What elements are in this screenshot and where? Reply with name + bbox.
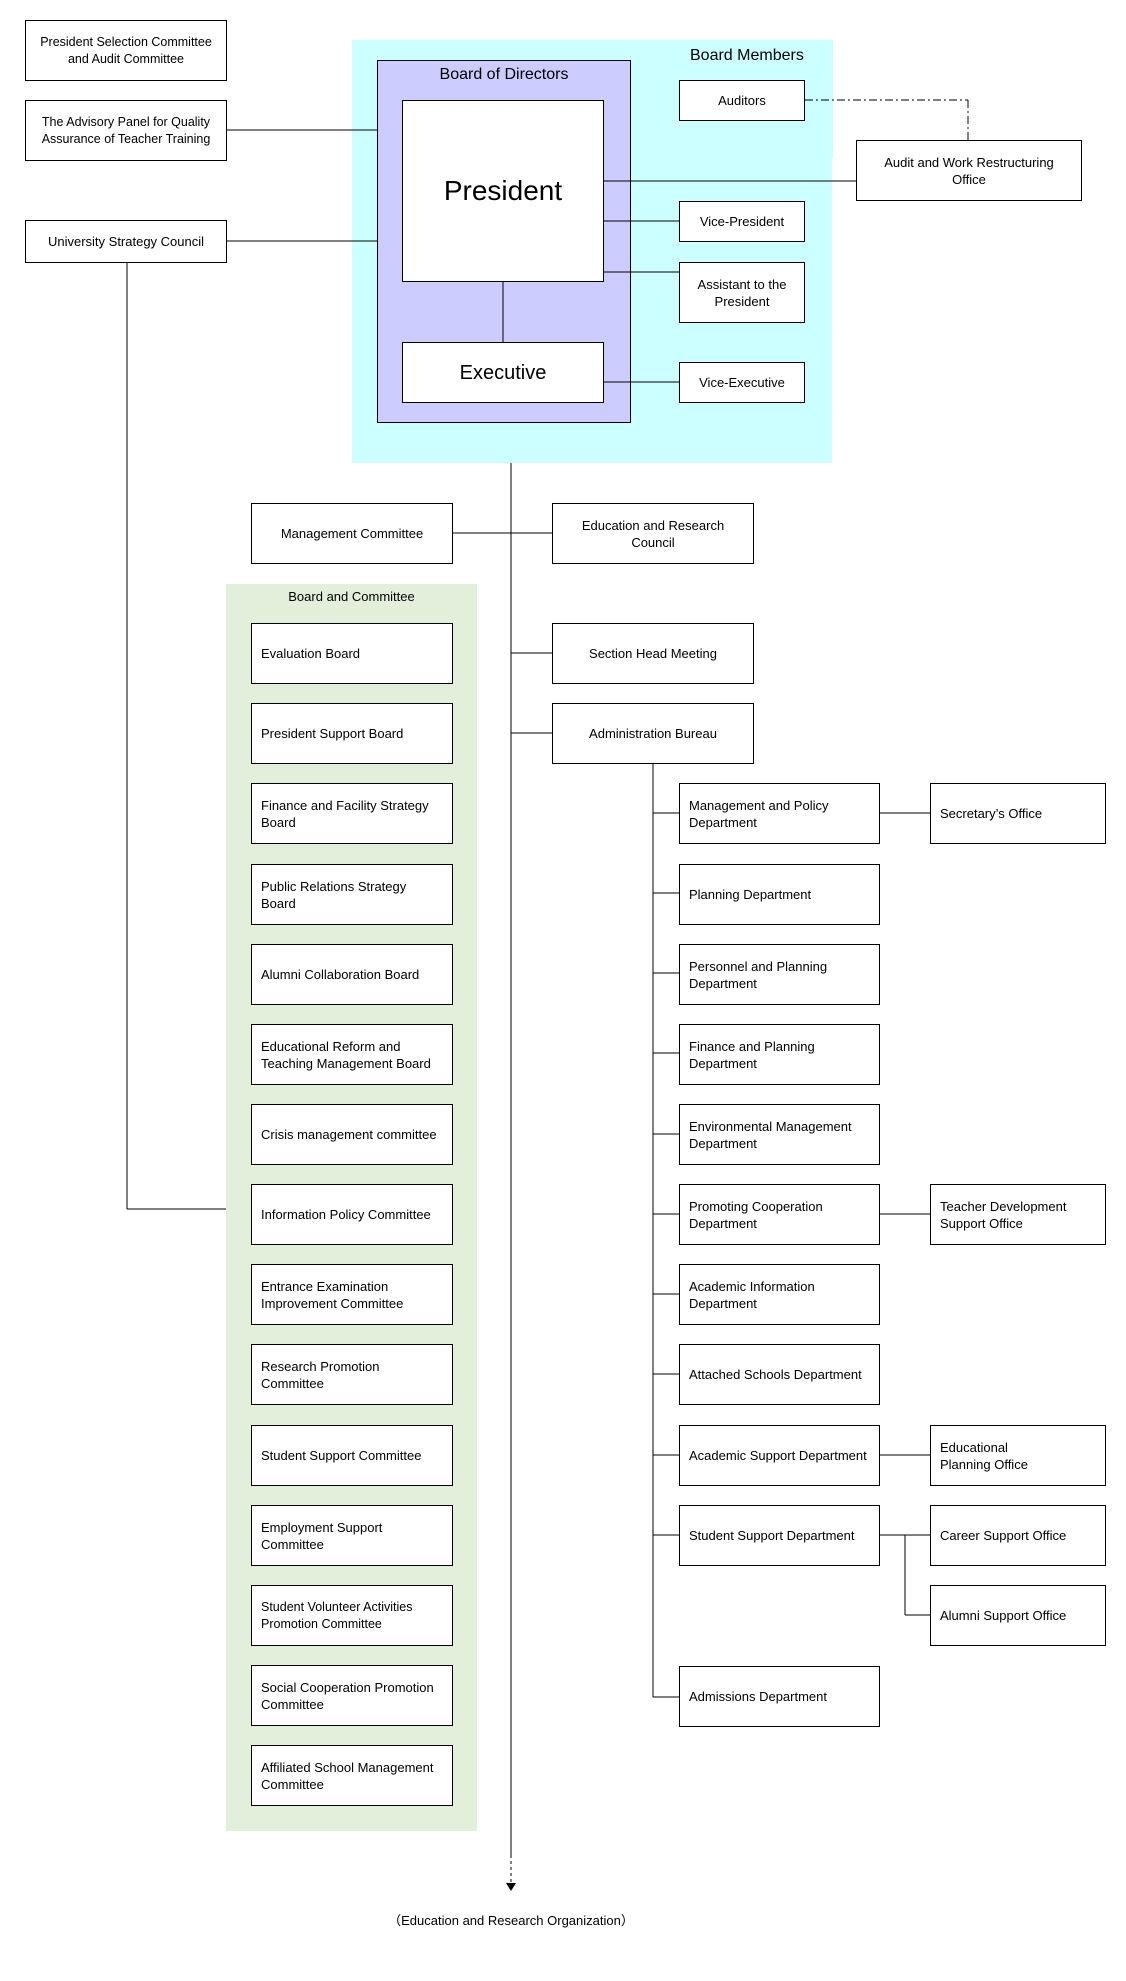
- committee-item: Affiliated School Management Committee: [251, 1745, 453, 1806]
- committee-item: Social Cooperation Promotion Committee: [251, 1665, 453, 1726]
- auditors-box: Auditors: [679, 80, 805, 121]
- selection-committee-box: President Selection Committee and Audit …: [25, 20, 227, 81]
- department-box: Academic Information Department: [679, 1264, 880, 1325]
- assistant-box: Assistant to the President: [679, 262, 805, 323]
- committee-item: Public Relations Strategy Board: [251, 864, 453, 925]
- committee-item: Crisis management committee: [251, 1104, 453, 1165]
- board-committee-title: Board and Committee: [288, 589, 415, 604]
- committee-item: Evaluation Board: [251, 623, 453, 684]
- audit-office-box: Audit and Work Restructuring Office: [856, 140, 1082, 201]
- committee-item: Student Support Committee: [251, 1425, 453, 1486]
- department-box: Attached Schools Department: [679, 1344, 880, 1405]
- strategy-council-box: University Strategy Council: [25, 220, 227, 263]
- section-head-meeting-box: Section Head Meeting: [552, 623, 754, 684]
- teacher-development-office-box: Teacher Development Support Office: [930, 1184, 1106, 1245]
- department-box: Student Support Department: [679, 1505, 880, 1566]
- career-support-office-box: Career Support Office: [930, 1505, 1106, 1566]
- president-box: President: [402, 100, 604, 282]
- committee-item: Finance and Facility Strategy Board: [251, 783, 453, 844]
- educational-planning-office-box: Educational Planning Office: [930, 1425, 1106, 1486]
- secretary-office-box: Secretary’s Office: [930, 783, 1106, 844]
- department-box: Management and Policy Department: [679, 783, 880, 844]
- department-box: Promoting Cooperation Department: [679, 1184, 880, 1245]
- department-box: Finance and Planning Department: [679, 1024, 880, 1085]
- arrow-down-icon: [506, 1883, 516, 1891]
- education-research-council-box: Education and Research Council: [552, 503, 754, 564]
- executive-box: Executive: [402, 342, 604, 403]
- committee-item: Entrance Examination Improvement Committ…: [251, 1264, 453, 1325]
- vice-president-box: Vice-President: [679, 201, 805, 242]
- committee-item: Employment Support Committee: [251, 1505, 453, 1566]
- committee-item: Alumni Collaboration Board: [251, 944, 453, 1005]
- alumni-support-office-box: Alumni Support Office: [930, 1585, 1106, 1646]
- committee-item: President Support Board: [251, 703, 453, 764]
- department-box: Environmental Management Department: [679, 1104, 880, 1165]
- advisory-panel-box: The Advisory Panel for Quality Assurance…: [25, 100, 227, 161]
- committee-item: Research Promotion Committee: [251, 1344, 453, 1405]
- board-members-title: Board Members: [690, 47, 804, 64]
- education-research-org-label: （Education and Research Organization）: [388, 1913, 634, 1928]
- administration-bureau-box: Administration Bureau: [552, 703, 754, 764]
- board-of-directors-title: Board of Directors: [439, 66, 569, 83]
- vice-executive-box: Vice-Executive: [679, 362, 805, 403]
- department-box: Academic Support Department: [679, 1425, 880, 1486]
- committee-item: Information Policy Committee: [251, 1184, 453, 1245]
- management-committee-box: Management Committee: [251, 503, 453, 564]
- committee-item: Student Volunteer Activities Promotion C…: [251, 1585, 453, 1646]
- department-box: Personnel and Planning Department: [679, 944, 880, 1005]
- department-box: Planning Department: [679, 864, 880, 925]
- department-box: Admissions Department: [679, 1666, 880, 1727]
- committee-item: Educational Reform and Teaching Manageme…: [251, 1024, 453, 1085]
